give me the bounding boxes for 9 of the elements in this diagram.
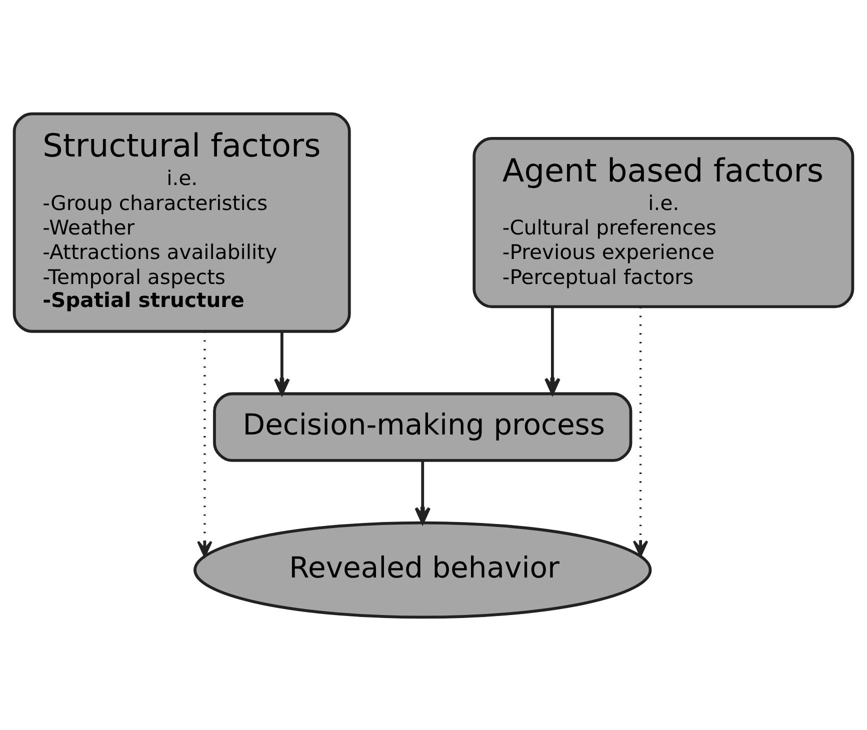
node-box: Agent based factors i.e. -Cultural preferences -Previous experience -Perceptual factors [472,136,854,308]
arrow [544,306,560,394]
arrow [197,331,212,557]
node-box: Structural factors i.e. -Group characteristics -Weather -Attractions availability -Temporal aspects -Spatial structure [12,112,351,332]
node-ellipse: Revealed behavior [194,520,652,618]
node-box: Decision-making process [213,392,632,462]
arrow [414,460,431,524]
arrow [274,330,290,395]
arrow [632,306,648,556]
